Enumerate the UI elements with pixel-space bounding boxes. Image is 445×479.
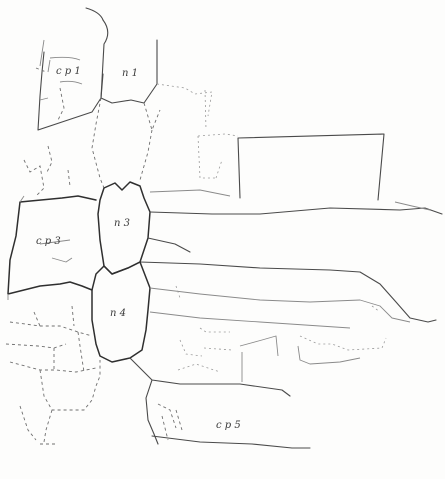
- band-n3-right-upper: [394, 201, 431, 211]
- band-n4-right: [149, 287, 411, 323]
- label-n3: n 3: [114, 218, 130, 229]
- plate-lower-left-cells: [5, 305, 101, 445]
- plate-cp3-inner: [39, 239, 73, 263]
- plate-cp1-dashed: [35, 67, 65, 121]
- band-n3-right: [139, 207, 443, 323]
- plate-mid-right-dashed: [177, 339, 233, 373]
- band-n4-right-dashed: [175, 285, 387, 351]
- plate-cp5-dashed: [157, 403, 183, 441]
- label-n1: n 1: [122, 68, 138, 79]
- plate-n1-top-edge: [85, 7, 104, 21]
- plate-upper-right-rect: [237, 133, 385, 201]
- band-n4-right-lower: [149, 311, 351, 329]
- plate-n2-side-dashed: [156, 83, 239, 137]
- plate-cp3-outline: [7, 195, 97, 295]
- left-margin-strokes: [7, 39, 51, 300]
- label-cp5: c p 5: [216, 420, 241, 431]
- plate-n1-outline: [100, 19, 158, 104]
- plate-n3-outline: [97, 181, 151, 275]
- plate-n2-dashed-outline: [91, 97, 161, 189]
- plate-mid-right-pieces: [239, 335, 361, 382]
- label-cp3: c p 3: [36, 236, 61, 247]
- plate-cp5-outline: [129, 357, 311, 449]
- plate-n4-outline: [91, 261, 151, 363]
- plate-cp1-outline: [37, 51, 104, 131]
- plate-cp1-inner: [39, 56, 83, 101]
- plate-upper-right-lower-edge: [149, 189, 231, 197]
- plate-right-dashed-frame: [197, 135, 223, 179]
- plate-cp3-dashed: [23, 145, 71, 197]
- label-n4: n 4: [110, 308, 126, 319]
- label-cp1: c p 1: [56, 66, 81, 77]
